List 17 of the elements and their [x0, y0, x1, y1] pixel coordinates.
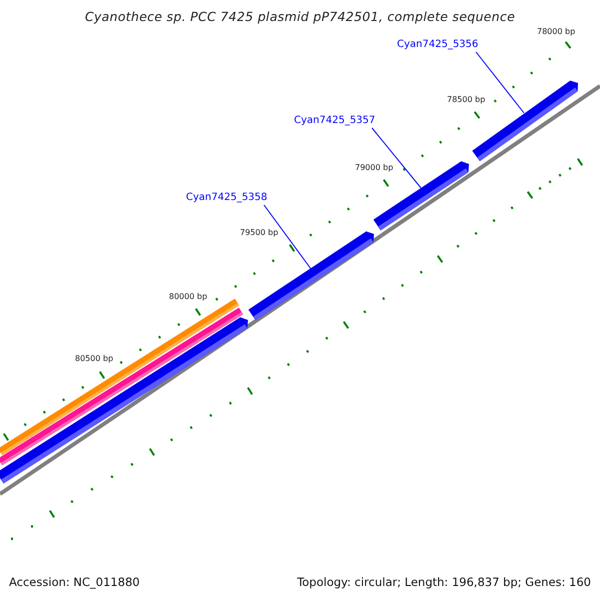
gene-block: [472, 80, 578, 162]
sequence-summary: Topology: circular; Length: 196,837 bp; Genes: 160: [297, 575, 591, 589]
position-label: 79000 bp: [355, 163, 394, 173]
diagram-title: Cyanothece sp. PCC 7425 plasmid pP742501, complete sequence: [84, 9, 516, 24]
position-label: 79500 bp: [240, 228, 278, 238]
gene-label: Cyan7425_5356: [397, 39, 478, 51]
leader-line: [372, 128, 422, 188]
accession-note: Accession: NC_011880: [9, 575, 140, 589]
leader-line: [264, 204, 312, 270]
gene-label: Cyan7425_5357: [294, 115, 376, 127]
position-label: 78000 bp: [537, 27, 576, 37]
gene-block: [0, 317, 248, 484]
position-label: 78500 bp: [447, 95, 486, 105]
gene-label: Cyan7425_5358: [186, 192, 268, 204]
leader-line: [476, 52, 524, 114]
position-label: 80500 bp: [75, 354, 114, 364]
position-label: 80000 bp: [169, 292, 208, 302]
